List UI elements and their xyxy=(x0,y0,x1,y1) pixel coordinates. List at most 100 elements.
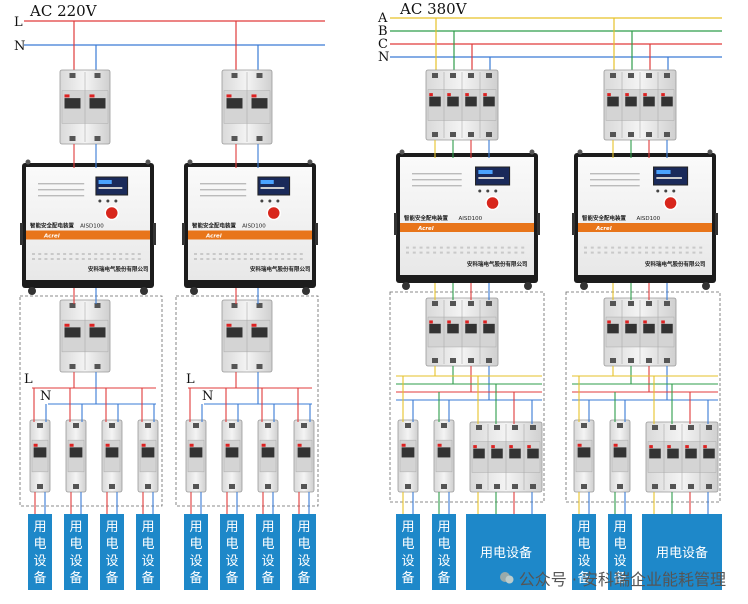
left1-load-1: 用电设备 xyxy=(28,514,52,590)
load-label-char: 电 xyxy=(105,537,118,552)
right2-branch-breaker-3p xyxy=(645,421,719,493)
load-label-char: 电 xyxy=(261,537,274,552)
left2-load-3: 用电设备 xyxy=(256,514,280,590)
left2-load-1: 用电设备 xyxy=(184,514,208,590)
right-line-A-label: A xyxy=(377,11,388,26)
load-label: 用电设备 xyxy=(480,545,532,561)
left1-load-3: 用电设备 xyxy=(100,514,124,590)
left1-branch-breaker-1 xyxy=(29,419,51,493)
device-brand: Acrel xyxy=(205,234,222,240)
right2-output-breaker xyxy=(603,297,677,367)
load-label-char: 设 xyxy=(261,554,274,569)
load-label-char: 用 xyxy=(297,520,310,535)
right1-main-breaker xyxy=(425,69,499,141)
left2-branch-breaker-3 xyxy=(257,419,279,493)
watermark: 公众号 · 安科瑞企业能耗管理 xyxy=(499,566,726,590)
wechat-icon xyxy=(499,572,514,584)
device-brand: Acrel xyxy=(43,234,60,240)
right1-branch-breaker-3p xyxy=(469,421,543,493)
wires-layer xyxy=(19,140,721,514)
load-label-char: 用 xyxy=(33,520,46,535)
left2-branch-breaker-2 xyxy=(221,419,243,493)
load-label-char: 设 xyxy=(613,554,626,569)
load-label: 用电设备 xyxy=(656,545,708,561)
right-line-C-label: C xyxy=(378,37,388,52)
device-title: 智能安全配电装置 xyxy=(404,214,449,222)
left1-output-breaker xyxy=(59,299,111,373)
left1-sub-N-label: N xyxy=(40,389,51,404)
load-label-char: 用 xyxy=(261,520,274,535)
left1-branch-breaker-2 xyxy=(65,419,87,493)
right1-branch-breaker-2 xyxy=(433,419,455,493)
load-label-char: 用 xyxy=(105,520,118,535)
right1-branch-breaker-1 xyxy=(397,419,419,493)
left-system: AC 220V L N xyxy=(14,2,325,78)
left2-branch-breaker-4 xyxy=(293,419,315,493)
left1-load-2: 用电设备 xyxy=(64,514,88,590)
device-brand: Acrel xyxy=(595,226,612,232)
left1-main-breaker xyxy=(59,69,111,145)
left2-branch-breaker-1 xyxy=(185,419,207,493)
left-line-N-label: N xyxy=(14,39,25,54)
load-label-char: 电 xyxy=(297,537,310,552)
left2-load-4: 用电设备 xyxy=(292,514,316,590)
right-supply-label: AC 380V xyxy=(399,0,468,18)
load-label-char: 备 xyxy=(225,570,238,586)
left2-main-breaker xyxy=(221,69,273,145)
device-company: 安科瑞电气股份有限公司 xyxy=(250,265,311,273)
right2-output-frame xyxy=(565,291,721,503)
load-label-char: 电 xyxy=(437,537,450,552)
right2-load-3p: 用电设备 xyxy=(642,514,722,590)
device-company: 安科瑞电气股份有限公司 xyxy=(645,260,706,268)
load-label-char: 电 xyxy=(69,537,82,552)
load-label-char: 电 xyxy=(577,537,590,552)
right1-output-breaker xyxy=(425,297,499,367)
breakers-layer xyxy=(29,69,719,493)
loads-layer: 用电设备用电设备用电设备用电设备用电设备用电设备用电设备用电设备用电设备用电设备… xyxy=(28,514,722,590)
right-line-N-label: N xyxy=(378,50,389,65)
right1-load-2: 用电设备 xyxy=(432,514,456,590)
load-label-char: 电 xyxy=(189,537,202,552)
load-label-char: 电 xyxy=(33,537,46,552)
load-label-char: 备 xyxy=(261,570,274,586)
right2-load-1: 用电设备 xyxy=(572,514,596,590)
device-brand: Acrel xyxy=(417,226,434,232)
device-title: 智能安全配电装置 xyxy=(192,222,237,230)
right2-branch-breaker-2 xyxy=(609,419,631,493)
watermark-text: 公众号 · 安科瑞企业能耗管理 xyxy=(518,570,726,589)
load-label-char: 设 xyxy=(401,554,414,569)
load-label-char: 设 xyxy=(437,554,450,569)
right1-output-frame xyxy=(389,291,545,503)
right1-load-1: 用电设备 xyxy=(396,514,420,590)
left1-load-4: 用电设备 xyxy=(136,514,160,590)
load-label-char: 备 xyxy=(401,570,414,586)
load-label-char: 用 xyxy=(141,520,154,535)
load-label-char: 设 xyxy=(225,554,238,569)
device-title: 智能安全配电装置 xyxy=(582,214,627,222)
left2-sub-L-label: L xyxy=(186,372,195,387)
left2-output-breaker xyxy=(221,299,273,373)
load-label-char: 用 xyxy=(225,520,238,535)
load-label-char: 备 xyxy=(613,570,626,586)
left-supply-label: AC 220V xyxy=(29,2,98,20)
load-label-char: 备 xyxy=(577,570,590,586)
left1-sub-L-label: L xyxy=(24,372,33,387)
load-label-char: 电 xyxy=(613,537,626,552)
left2-load-2: 用电设备 xyxy=(220,514,244,590)
right2-main-breaker xyxy=(603,69,677,141)
load-label-char: 设 xyxy=(297,554,310,569)
load-label-char: 用 xyxy=(613,520,626,535)
device-model: AISD100 xyxy=(458,216,482,222)
left1-output-frame xyxy=(19,295,163,507)
load-label-char: 电 xyxy=(141,537,154,552)
device-company: 安科瑞电气股份有限公司 xyxy=(88,265,149,273)
device-model: AISD100 xyxy=(80,224,104,230)
load-label-char: 设 xyxy=(141,554,154,569)
left1-branch-breaker-4 xyxy=(137,419,159,493)
load-label-char: 用 xyxy=(577,520,590,535)
right2-branch-breaker-1 xyxy=(573,419,595,493)
